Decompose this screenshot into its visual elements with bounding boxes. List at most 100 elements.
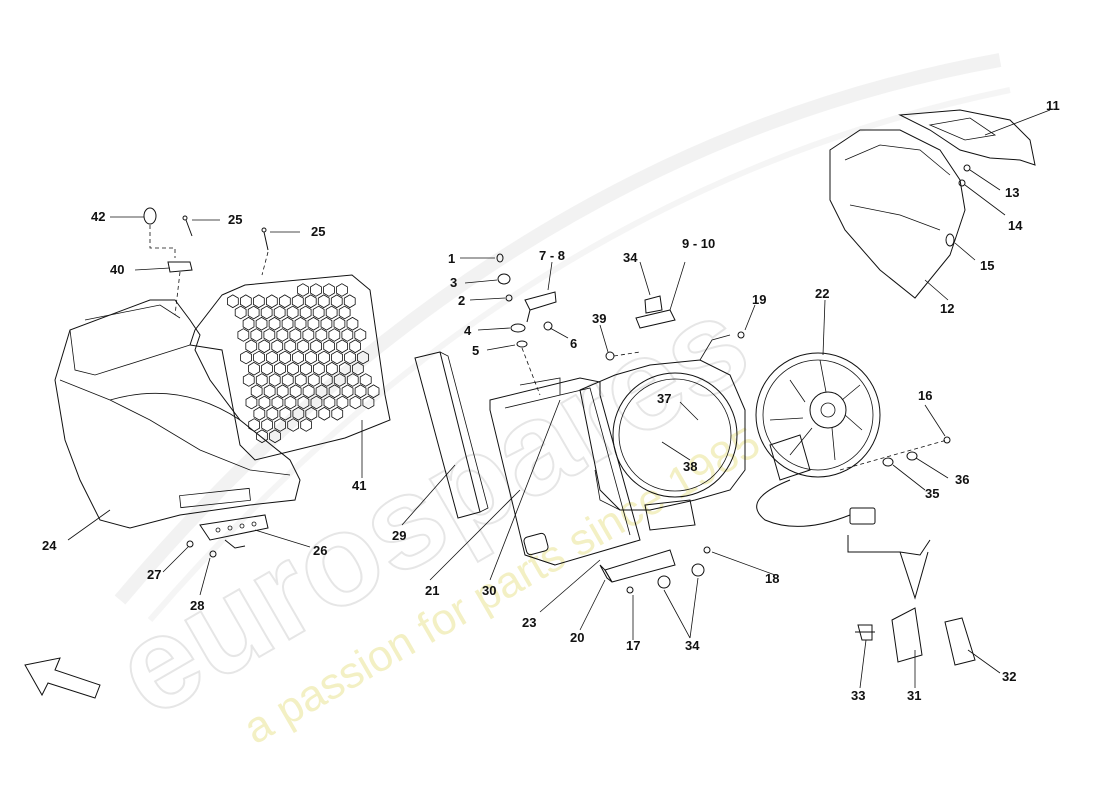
callout-labels: 1 2 3 4 5 6 7 - 8 9 - 10 11 12 13 14 15 …: [42, 98, 1060, 703]
grille-hex-cell: [240, 350, 252, 365]
direction-arrow-icon: [24, 657, 101, 699]
callout-29: 29: [392, 528, 406, 543]
grille-hex-cell: [284, 395, 297, 410]
lower-bracket: [599, 546, 711, 594]
callout-16: 16: [918, 388, 932, 403]
grille-hex-cell: [367, 384, 380, 399]
grille-hex-cell: [328, 328, 341, 342]
callout-6: 6: [570, 336, 577, 351]
fan-motor-assembly: [755, 352, 881, 527]
callout-12: 12: [940, 301, 954, 316]
callout-27: 27: [147, 567, 161, 582]
grille-hex-cell: [258, 395, 271, 410]
grille-hex-cell: [297, 339, 310, 354]
grille-hex-cell: [326, 361, 338, 376]
grille-hex-cell: [323, 395, 336, 410]
radiator: [489, 377, 641, 566]
grille-hex-cell: [247, 305, 260, 320]
grille-hex-cell: [227, 294, 239, 309]
callout-23: 23: [522, 615, 536, 630]
callout-13: 13: [1005, 185, 1019, 200]
grille-hex-cell: [294, 316, 307, 331]
grille-hex-cell: [323, 339, 335, 354]
seal-strip: [414, 351, 489, 519]
grille-hex-cell: [336, 395, 349, 410]
grille-hex-cell: [328, 384, 341, 399]
grille-hex-cell: [336, 283, 348, 297]
callout-9-10: 9 - 10: [682, 236, 715, 251]
grille-hex-cell: [300, 361, 312, 376]
bracket-26: [186, 514, 269, 558]
grille-hex-cell: [333, 373, 346, 387]
grille-hex-cell: [234, 305, 247, 320]
grille-hex-cell: [325, 305, 338, 320]
grille-hex-cell: [362, 395, 375, 410]
grille-hex-cell: [261, 418, 273, 432]
grille-hex-cell: [304, 294, 317, 309]
grille-hex-cell: [240, 294, 252, 309]
grille-hex-cell: [315, 328, 328, 342]
callout-39: 39: [592, 311, 606, 326]
grille-hex-cell: [339, 361, 351, 376]
grille-hex-cell: [320, 316, 333, 331]
grille-hex-cell: [349, 339, 361, 354]
callout-19: 19: [752, 292, 766, 307]
callout-14: 14: [1008, 218, 1023, 233]
grille-hex-cell: [292, 406, 305, 421]
grille-hex-cell: [263, 384, 276, 399]
grille-hex-cell: [297, 283, 309, 297]
callout-36: 36: [955, 472, 969, 487]
callout-7-8: 7 - 8: [539, 248, 565, 263]
callout-26: 26: [313, 543, 327, 558]
grille-hex-cell: [331, 350, 343, 365]
grille-hex-cell: [305, 406, 318, 421]
grille-hex-cell: [346, 373, 359, 387]
grille-hex-cell: [263, 328, 276, 342]
grille-hex-cell: [253, 406, 266, 421]
callout-4: 4: [464, 323, 472, 338]
callout-25-a: 25: [228, 212, 242, 227]
grille-hex-cell: [297, 395, 310, 410]
grille-hex-cell: [237, 328, 250, 342]
callout-24: 24: [42, 538, 57, 553]
grille-hex-cell: [346, 316, 359, 331]
grille-hex-cell: [294, 373, 307, 387]
callout-41: 41: [352, 478, 366, 493]
grille-hex-cell: [255, 316, 268, 331]
callout-40: 40: [110, 262, 124, 277]
callout-42: 42: [91, 209, 105, 224]
grille-hex-cell: [289, 328, 302, 342]
grille-hex-cell: [253, 294, 265, 309]
grille-hex-cell: [268, 373, 281, 387]
grille-hex-cell: [291, 294, 304, 309]
grille-hex-cell: [318, 406, 331, 421]
grille-hex-cell: [245, 395, 258, 410]
grille-hex-cell: [315, 384, 328, 399]
grille-hex-cell: [354, 384, 367, 399]
grille-hex-cell: [248, 418, 260, 432]
grille-hex-cell: [349, 395, 362, 410]
callout-31: 31: [907, 688, 921, 703]
grille-hex-cell: [307, 373, 320, 387]
grille-hex-cell: [281, 316, 294, 331]
grille-hex-cell: [341, 384, 354, 399]
callout-22: 22: [815, 286, 829, 301]
grille-hex-cell: [279, 294, 291, 309]
callout-28: 28: [190, 598, 204, 613]
grille-hex-cell: [286, 305, 299, 320]
grille-hex-cell: [266, 406, 279, 421]
callout-2: 2: [458, 293, 465, 308]
fan-shroud-housing: [579, 334, 746, 531]
grille-hex-cell: [310, 395, 323, 410]
grille-hex-cell: [292, 350, 304, 365]
grille-hex-cell: [287, 418, 299, 432]
grille-hex-cell: [330, 294, 343, 309]
grille-hex-cell: [310, 283, 322, 297]
grille-hex-cell: [289, 384, 302, 399]
grille-hex-cell: [318, 350, 330, 365]
callout-17: 17: [626, 638, 640, 653]
grille-hex-cell: [255, 373, 268, 387]
grille-hex-mesh: [227, 283, 380, 444]
callout-18: 18: [765, 571, 779, 586]
